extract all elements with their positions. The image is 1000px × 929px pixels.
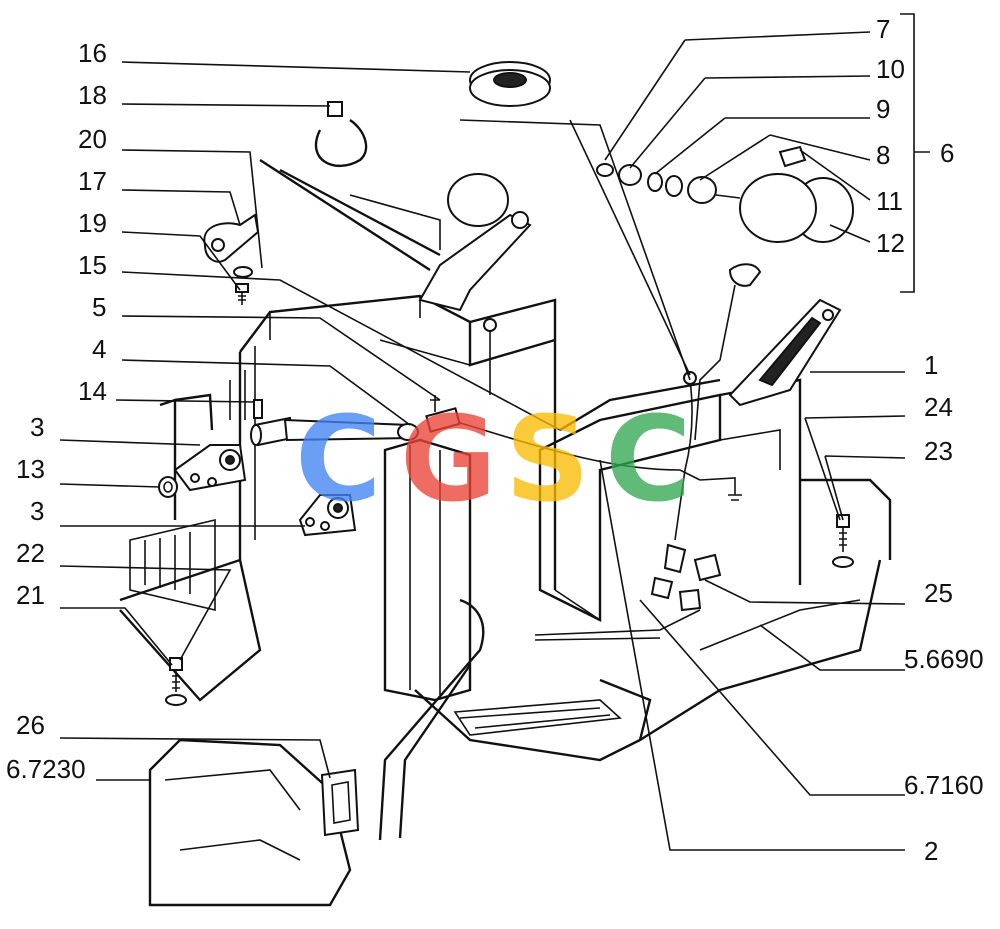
part-17-bracket	[203, 213, 260, 263]
wiring-harness	[449, 371, 742, 641]
part-3-hinge-lower	[298, 494, 357, 537]
part-14-pin	[253, 399, 263, 419]
label-12: 12	[876, 228, 905, 258]
worklight-right-assembly	[596, 145, 854, 243]
watermark-letter-3: S	[505, 390, 590, 528]
cab-structure	[119, 158, 892, 907]
label-5: 5	[92, 292, 106, 322]
part-1-mount-bracket	[694, 263, 842, 441]
label-20: 20	[78, 124, 107, 154]
label-9: 9	[876, 94, 890, 124]
part-23-24-fastener	[832, 514, 854, 568]
label-24: 24	[924, 392, 953, 422]
part-21-22-fastener	[165, 657, 187, 706]
label-3-lower: 3	[30, 496, 44, 526]
label-3-upper: 3	[30, 412, 44, 442]
label-19: 19	[78, 208, 107, 238]
part-16-grommet	[469, 61, 551, 107]
part-26-clip	[320, 768, 360, 837]
watermark-letter-1: C	[295, 390, 382, 528]
label-6: 6	[940, 138, 954, 168]
label-13: 13	[16, 454, 45, 484]
label-23: 23	[924, 436, 953, 466]
label-11: 11	[876, 186, 903, 216]
label-6-7160: 6.7160	[904, 770, 984, 800]
part-4-shaft	[250, 416, 419, 447]
leader-lines	[59, 13, 930, 851]
worklight-left	[418, 173, 532, 395]
label-26: 26	[16, 710, 45, 740]
part-19-screw	[235, 283, 249, 305]
label-8: 8	[876, 140, 890, 170]
label-10: 10	[876, 54, 905, 84]
part-13-nut	[158, 476, 178, 498]
label-25: 25	[924, 578, 953, 608]
part-labels: 16 18 20 17 19 15 5 4 14 3 13 3 22 21 26…	[6, 14, 984, 866]
label-6-7230: 6.7230	[6, 754, 86, 784]
watermark-letter-2: G	[400, 390, 497, 528]
label-22: 22	[16, 538, 45, 568]
label-2: 2	[924, 836, 938, 866]
label-18: 18	[78, 80, 107, 110]
label-16: 16	[78, 38, 107, 68]
label-14: 14	[78, 376, 107, 406]
watermark-letter-4: C	[605, 390, 692, 528]
part-18-clamp	[314, 101, 368, 168]
label-21: 21	[16, 580, 45, 610]
label-5-6690: 5.6690	[904, 644, 984, 674]
part-20-washer	[233, 266, 253, 278]
label-7: 7	[876, 14, 890, 44]
label-17: 17	[78, 166, 107, 196]
watermark: C G S C	[295, 390, 692, 528]
label-4: 4	[92, 334, 106, 364]
label-1: 1	[924, 350, 938, 380]
part-5-bolt	[425, 395, 461, 433]
label-15: 15	[78, 250, 107, 280]
part-3-hinge-upper	[173, 444, 247, 492]
